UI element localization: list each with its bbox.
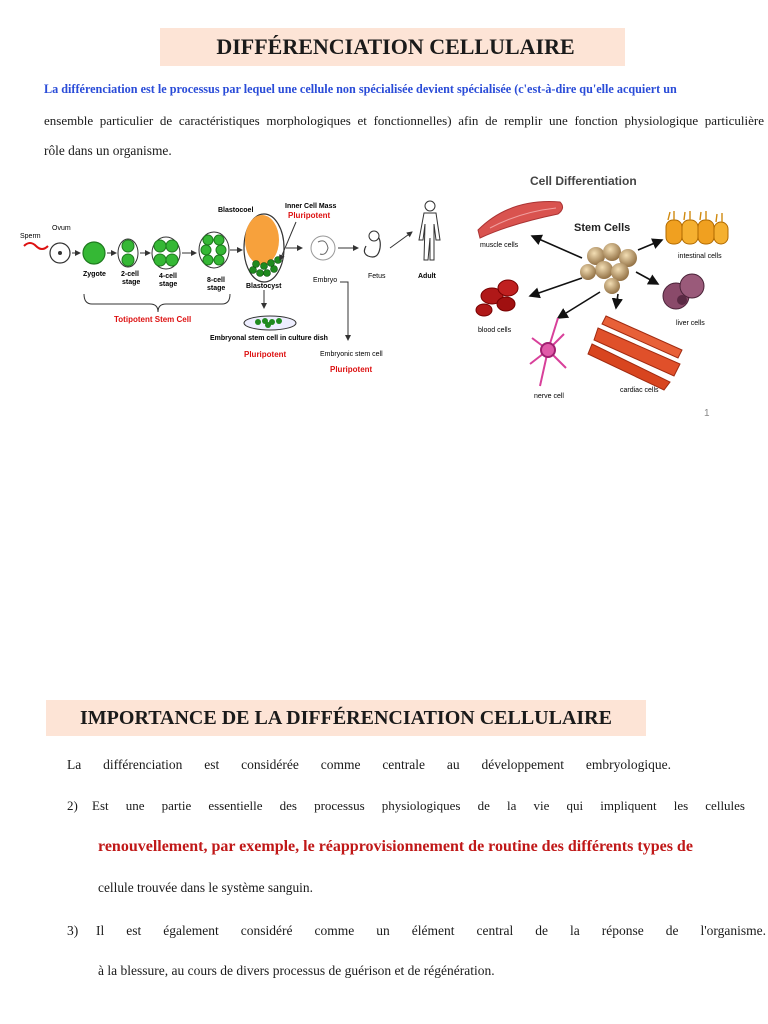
embryo-development-figure: Sperm Ovum Zygote 2-cell stage 4-cell st… [20,200,441,374]
page-title: DIFFÉRENCIATION CELLULAIRE [216,34,575,59]
label-blood: blood cells [478,327,512,334]
figure-right-title: Cell Differentiation [530,174,637,188]
intro-line-3: rôle dans un organisme. [44,143,172,158]
paragraph-3-number: 3) [67,923,79,938]
adult-shape [418,200,441,261]
label-pluripotent-left: Pluripotent [244,350,287,359]
title-banner: DIFFÉRENCIATION CELLULAIRE [160,28,625,66]
paragraph-2-number: 2) [67,798,78,813]
cell-differentiation-figure: Cell Differentiation muscle cells Stem C… [475,174,729,400]
label-2cell-b: stage [122,279,140,286]
label-fetus: Fetus [368,273,386,280]
nerve-cell-shape [529,317,567,387]
label-pluripotent-right: Pluripotent [330,365,373,374]
section-title-banner: IMPORTANCE DE LA DIFFÉRENCIATION CELLULA… [46,700,646,736]
label-blastocyst: Blastocyst [246,283,282,290]
stem-cells-cluster [580,243,637,294]
page-number: 1 [704,408,710,419]
label-embryonic-stem: Embryonic stem cell [320,351,383,358]
label-liver: liver cells [676,320,705,327]
label-totipotent: Totipotent Stem Cell [114,315,191,324]
label-inner-cell-mass: Inner Cell Mass [285,203,336,210]
blastocoel-shape [245,215,279,265]
label-embryo: Embryo [313,277,337,284]
paragraph-3-end: à la blessure, au cours de divers proces… [98,963,495,978]
label-ovum: Ovum [52,225,71,232]
label-sperm: Sperm [20,233,41,240]
label-8cell-b: stage [207,285,225,292]
blood-cells-shape [475,279,519,317]
label-4cell-b: stage [159,281,177,288]
zygote-shape [82,241,106,265]
label-8cell-a: 8-cell [207,277,225,284]
label-blastocoel: Blastocoel [218,207,253,214]
label-cardiac: cardiac cells [620,387,659,394]
paragraph-1: La différenciation est considérée comme … [67,757,671,772]
label-nerve: nerve cell [534,393,564,400]
label-intestinal: intestinal cells [678,253,722,260]
cardiac-cells-shape [587,315,683,391]
label-4cell-a: 4-cell [159,273,177,280]
paragraph-3: Il est également considéré comme un élém… [96,923,766,938]
label-culture-dish: Embryonal stem cell in culture dish [210,335,328,342]
intestinal-cells-shape [665,211,729,245]
label-2cell-a: 2-cell [121,271,139,278]
paragraph-2: Est une partie essentielle des processus… [92,798,745,813]
paragraph-2-end: cellule trouvée dans le système sanguin. [98,880,313,895]
intro-line-1: La différenciation est le processus par … [44,82,677,96]
embryo-shape [310,235,336,261]
label-stem-cells: Stem Cells [574,222,630,234]
sperm-shape [23,242,49,250]
paragraph-2-highlight: renouvellement, par exemple, le réapprov… [98,838,693,855]
label-muscle: muscle cells [480,242,519,249]
label-zygote: Zygote [83,271,106,278]
intro-line-2: ensemble particulier de caractéristiques… [44,113,764,128]
liver-cells-shape [662,273,705,310]
muscle-cell-shape [477,201,564,239]
label-pluripotent-top: Pluripotent [288,211,331,220]
label-adult: Adult [418,273,437,280]
section-title: IMPORTANCE DE LA DIFFÉRENCIATION CELLULA… [80,707,612,729]
